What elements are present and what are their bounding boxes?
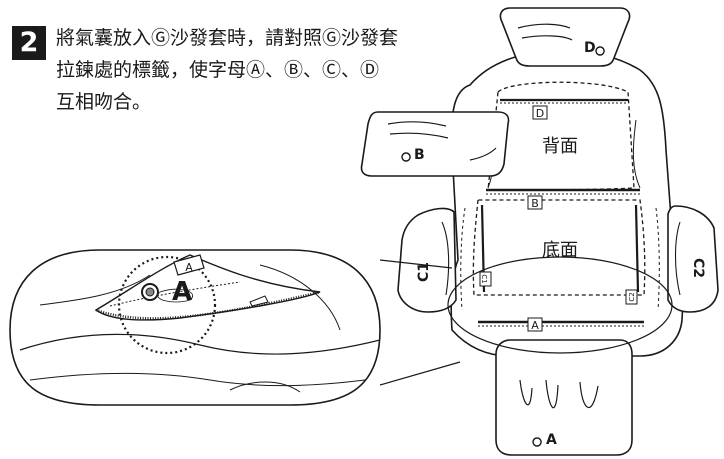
cover-tag-b: B <box>527 195 543 210</box>
cover-tag-d: D <box>532 105 548 120</box>
cover-tag-a: A <box>527 317 543 332</box>
airbag-c1: C1 <box>397 207 457 313</box>
svg-text:B: B <box>414 147 425 163</box>
svg-text:D: D <box>536 107 544 120</box>
svg-text:C2: C2 <box>628 292 636 301</box>
zoom-tag-a: A <box>173 254 205 276</box>
airbag-d: D <box>499 7 631 67</box>
svg-text:B: B <box>531 197 539 210</box>
instruction-line-2: 拉鍊處的標籤，使字母Ⓐ、Ⓑ、Ⓒ、Ⓓ <box>56 59 380 81</box>
sofa-cover <box>450 49 684 357</box>
svg-text:C2: C2 <box>690 258 706 278</box>
instruction-line-3: 互相吻合。 <box>56 91 152 113</box>
instruction-line-1: 將氣囊放入Ⓖ沙發套時，請對照Ⓖ沙發套 <box>56 27 399 49</box>
instruction-text: 將氣囊放入Ⓖ沙發套時，請對照Ⓖ沙發套 拉鍊處的標籤，使字母Ⓐ、Ⓑ、Ⓒ、Ⓓ 互相吻… <box>56 22 476 118</box>
step-number-badge: 2 <box>12 26 46 60</box>
airbag-c2: C2 <box>667 205 719 313</box>
zoom-letter-a: A <box>172 277 192 307</box>
section-label-back: 背面 <box>542 136 578 157</box>
svg-text:A: A <box>546 432 557 448</box>
airbag-a: A <box>495 339 633 456</box>
cover-tag-c2: C2 <box>625 289 638 305</box>
section-label-bottom: 底面 <box>542 240 578 261</box>
airbag-b: B <box>360 111 510 177</box>
svg-text:A: A <box>185 261 193 274</box>
zoom-connector <box>379 256 673 386</box>
svg-text:D: D <box>584 40 596 56</box>
zoom-callout: A A <box>9 249 381 406</box>
svg-text:A: A <box>531 319 539 332</box>
svg-text:C1: C1 <box>480 274 488 283</box>
svg-text:C1: C1 <box>416 262 432 282</box>
cover-tag-c1: C1 <box>479 271 492 287</box>
